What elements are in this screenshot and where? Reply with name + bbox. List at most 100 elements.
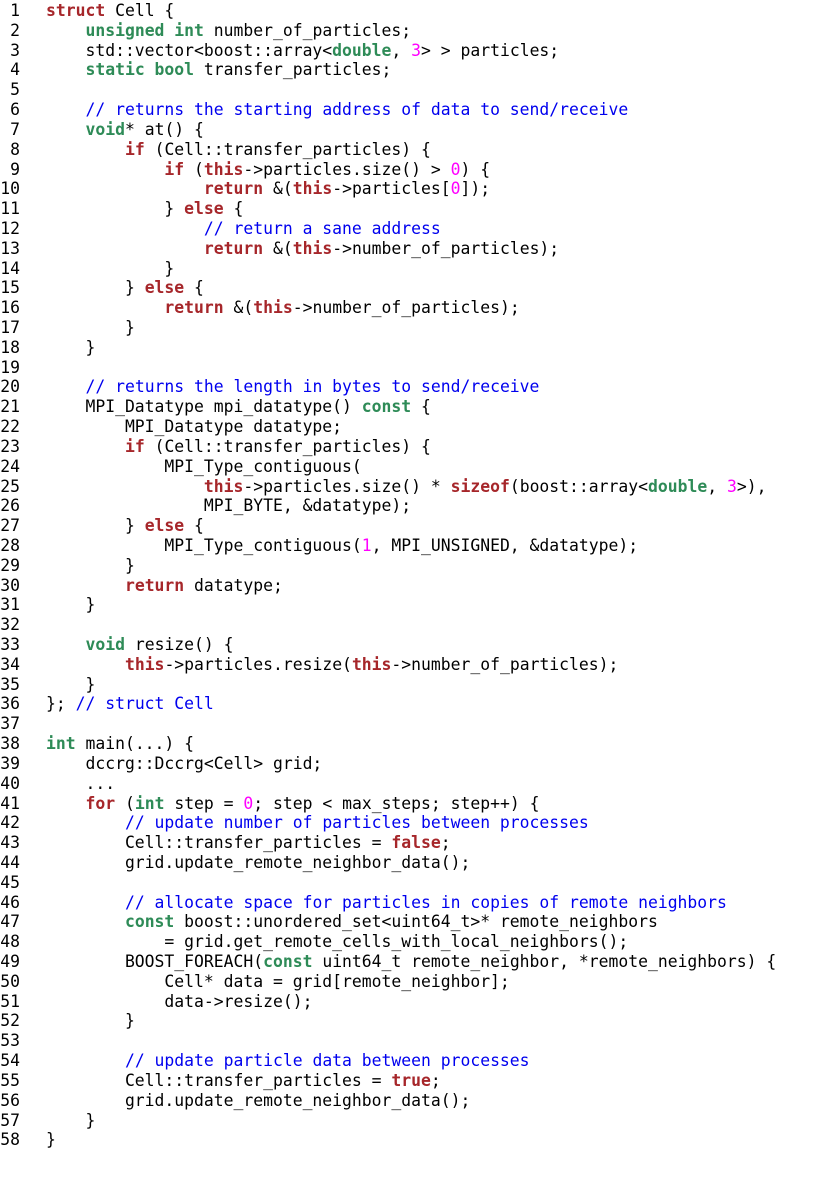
code-token: = grid.get_remote_cells_with_local_neigh… [46, 932, 629, 952]
line-number: 14 [0, 258, 20, 278]
code-token: std::vector<boost::array< [46, 40, 333, 60]
code-token: transfer_particles; [194, 60, 392, 80]
code-token: (boost::array< [509, 476, 648, 496]
code-token: resize() { [124, 635, 234, 654]
code-line: 13 return &(this->number_of_particles); [0, 239, 831, 259]
line-number: 17 [0, 318, 20, 337]
code-token: ->particles.size() * [243, 476, 451, 496]
code-token: , [707, 476, 727, 496]
keyword-token: sizeof [450, 476, 510, 496]
number-token: 0 [243, 793, 254, 813]
code-token: data->resize(); [46, 991, 313, 1011]
code-token: } [46, 337, 96, 357]
code-text: // returns the length in bytes to send/r… [46, 377, 539, 397]
line-number: 21 [0, 397, 20, 417]
keyword-token: return [164, 298, 224, 318]
line-number: 40 [0, 773, 20, 793]
code-token: MPI_BYTE, &datatype); [46, 496, 412, 516]
comment-token: // returns the length in bytes to send/r… [85, 377, 540, 397]
line-number: 13 [0, 238, 20, 258]
code-line: 54 // update particle data between proce… [0, 1051, 831, 1071]
code-token: ; [430, 1070, 441, 1090]
comment-token: // return a sane address [203, 218, 441, 238]
code-token: boost::unordered_set<uint64_t>* remote_n… [174, 912, 658, 932]
keyword-token: this [124, 654, 165, 674]
line-number: 39 [0, 753, 20, 773]
code-line: 45 [0, 873, 831, 893]
code-line: 2 unsigned int number_of_particles; [0, 21, 831, 41]
code-token [46, 576, 125, 595]
line-number: 35 [0, 674, 20, 694]
code-token: &( [223, 298, 254, 318]
code-line: 56 grid.update_remote_neighbor_data(); [0, 1091, 831, 1111]
line-number: 5 [10, 80, 20, 100]
code-text: this->particles.resize(this->number_of_p… [46, 655, 618, 675]
comment-token: // returns the starting address of data … [85, 100, 629, 120]
line-number: 36 [0, 694, 20, 714]
code-text: // return a sane address [46, 219, 441, 239]
code-text: if (this->particles.size() > 0) { [46, 160, 490, 180]
keyword-token: return [124, 575, 185, 595]
code-token [46, 377, 85, 396]
keyword-token: for [85, 793, 116, 813]
code-line: 4 static bool transfer_particles; [0, 60, 831, 80]
keyword-token: struct [46, 1, 106, 20]
code-line: 9 if (this->particles.size() > 0) { [0, 160, 831, 180]
line-number: 30 [0, 575, 20, 595]
code-text: for (int step = 0; step < max_steps; ste… [46, 794, 539, 814]
code-line: 3 std::vector<boost::array<double, 3> > … [0, 41, 831, 61]
code-token: ; step < max_steps; step++) { [253, 793, 540, 813]
code-token: ->particles[ [332, 179, 451, 199]
code-token [46, 635, 85, 654]
code-text: ... [46, 774, 115, 794]
line-number: 27 [0, 516, 20, 536]
code-text: } [46, 259, 174, 279]
line-number: 18 [0, 337, 20, 357]
code-token: Cell::transfer_particles = [46, 833, 392, 853]
code-token: Cell* data = grid[remote_neighbor]; [46, 971, 510, 991]
number-token: 0 [450, 159, 461, 179]
code-token: ( [184, 159, 204, 179]
code-token: { [411, 397, 431, 417]
code-token [46, 21, 85, 40]
code-token: { [223, 199, 244, 219]
code-token [46, 179, 204, 198]
code-token: grid.update_remote_neighbor_data(); [46, 852, 471, 872]
code-text: grid.update_remote_neighbor_data(); [46, 1091, 470, 1111]
line-number: 43 [0, 833, 20, 853]
code-text: BOOST_FOREACH(const uint64_t remote_neig… [46, 952, 776, 972]
keyword-token: return [203, 179, 264, 199]
code-line: 41 for (int step = 0; step < max_steps; … [0, 794, 831, 814]
code-token: } [46, 278, 145, 298]
code-line: 26 MPI_BYTE, &datatype); [0, 496, 831, 516]
keyword-token: this [203, 159, 244, 179]
code-line: 29 } [0, 556, 831, 576]
code-line: 10 return &(this->particles[0]); [0, 179, 831, 199]
code-text: return &(this->number_of_particles); [46, 239, 559, 259]
keyword-token: return [203, 238, 264, 258]
code-token: >), [736, 476, 767, 496]
code-token: (Cell::transfer_particles) { [144, 436, 431, 456]
code-text: } [46, 1130, 56, 1150]
code-token: ->particles.resize( [164, 654, 352, 674]
line-number: 7 [10, 119, 20, 139]
keyword-token: false [391, 833, 441, 853]
line-number: 15 [0, 278, 20, 298]
code-text: = grid.get_remote_cells_with_local_neigh… [46, 932, 628, 952]
keyword-token: else [184, 199, 224, 219]
code-token: ... [46, 773, 116, 793]
code-token: number_of_particles; [203, 20, 412, 40]
code-line: 27 } else { [0, 516, 831, 536]
code-token [46, 60, 85, 79]
code-token: } [46, 1130, 56, 1150]
code-token: ; [440, 833, 451, 853]
code-token [46, 794, 85, 813]
code-text: static bool transfer_particles; [46, 60, 391, 80]
code-line: 35 } [0, 675, 831, 695]
line-number: 46 [0, 892, 20, 912]
type-token: static bool [85, 60, 195, 80]
code-token: * at() { [124, 119, 204, 139]
line-number: 50 [0, 971, 20, 991]
code-token: ->number_of_particles); [391, 654, 619, 674]
